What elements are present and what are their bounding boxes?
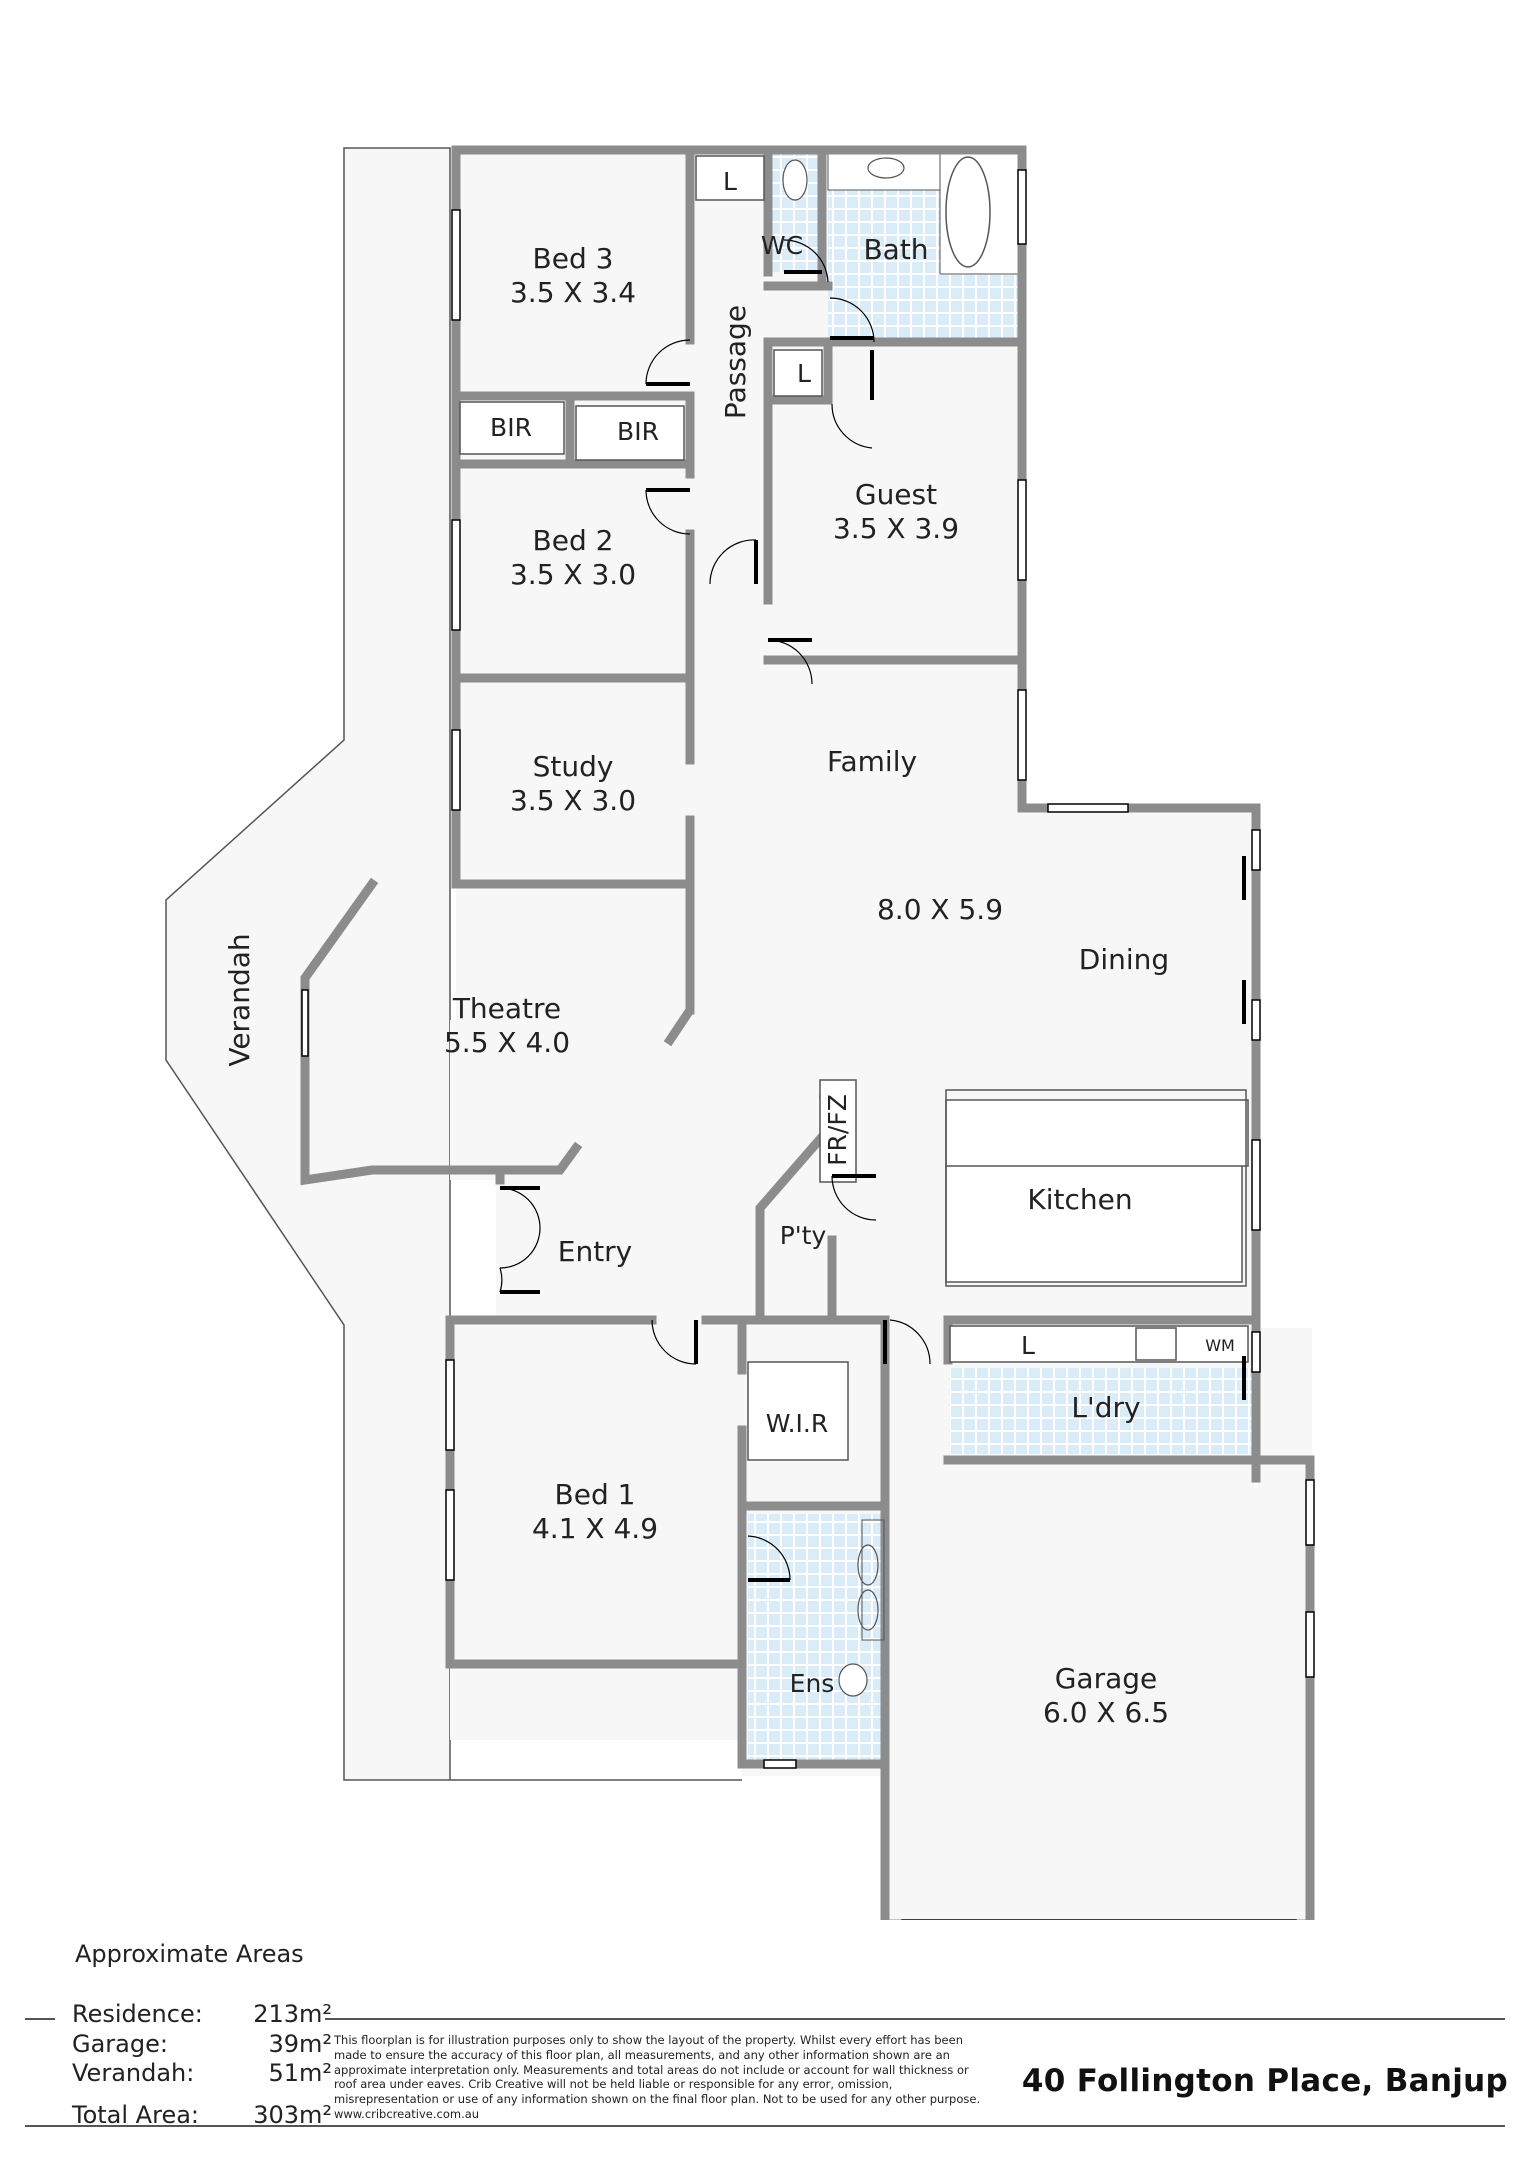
verandah-area [165, 147, 742, 1781]
divider [325, 2018, 1505, 2020]
website-link[interactable]: www.cribcreative.com.au [334, 2106, 480, 2121]
room-kitchen: Kitchen [1027, 1183, 1132, 1217]
area-value: 51m² [268, 2059, 332, 2087]
room-bed3: Bed 3 3.5 X 3.4 [510, 242, 636, 310]
floor-plan: Bed 3 3.5 X 3.4 Bed 2 3.5 X 3.0 Guest 3.… [165, 145, 1315, 1929]
room-name: Bed 2 [532, 524, 614, 557]
label-laundry: L'dry [1071, 1391, 1141, 1424]
area-label: Garage: [72, 2030, 168, 2058]
label-bath: Bath [863, 233, 929, 266]
area-total: Total Area: 303m² [72, 2101, 332, 2131]
area-label: Verandah: [72, 2059, 195, 2087]
room-bed2: Bed 2 3.5 X 3.0 [510, 524, 636, 592]
room-garage: Garage 6.0 X 6.5 [1043, 1662, 1169, 1730]
room-name: Bed 1 [554, 1478, 636, 1511]
house-floor [450, 148, 1312, 1924]
laundry-floor [950, 1368, 1254, 1454]
label-verandah: Verandah [223, 933, 256, 1067]
property-address: 40 Follington Place, Banjup [1021, 2063, 1508, 2099]
label-linen-top: L [723, 167, 737, 196]
room-dims: 8.0 X 5.9 [876, 893, 1004, 926]
room-dims: 6.0 X 6.5 [1042, 1696, 1170, 1729]
label-washing-machine: WM [1205, 1336, 1235, 1355]
room-dims: 3.5 X 3.4 [509, 276, 637, 309]
area-label: Total Area: [72, 2101, 199, 2129]
room-theatre: Theatre 5.5 X 4.0 [444, 992, 570, 1060]
area-garage: Garage: 39m² [72, 2030, 332, 2060]
area-value: 303m² [253, 2101, 332, 2129]
room-family: Family [827, 745, 917, 779]
room-name: Bed 3 [532, 242, 614, 275]
label-laundry-linen: L [1021, 1331, 1035, 1360]
room-name: Garage [1054, 1662, 1158, 1695]
room-dining: Dining [1079, 943, 1169, 977]
room-study: Study 3.5 X 3.0 [510, 750, 636, 818]
room-dims: 4.1 X 4.9 [531, 1512, 659, 1545]
area-value: 213m² [253, 2000, 332, 2028]
room-family-dims: 8.0 X 5.9 [877, 893, 1003, 927]
room-guest: Guest 3.5 X 3.9 [833, 478, 959, 546]
label-bir-right: BIR [617, 417, 659, 446]
room-name: Guest [854, 478, 938, 511]
area-value: 39m² [268, 2030, 332, 2058]
divider [25, 2018, 55, 2020]
label-linen-mid: L [797, 359, 811, 388]
label-fridge: FR/FZ [823, 1094, 852, 1166]
room-dims: 3.5 X 3.0 [509, 784, 637, 817]
room-dims: 3.5 X 3.9 [832, 512, 960, 545]
area-label: Residence: [72, 2000, 203, 2028]
label-pantry: P'ty [779, 1221, 827, 1250]
room-dims: 5.5 X 4.0 [443, 1026, 571, 1059]
disclaimer: This floorplan is for illustration purpo… [334, 2033, 994, 2122]
areas-title: Approximate Areas [75, 1940, 304, 1968]
room-name: Dining [1078, 943, 1170, 976]
label-ensuite: Ens [789, 1669, 835, 1698]
label-entry: Entry [557, 1235, 633, 1268]
room-bed1: Bed 1 4.1 X 4.9 [532, 1478, 658, 1546]
room-dims: 3.5 X 3.0 [509, 558, 637, 591]
room-name: Kitchen [1027, 1183, 1133, 1216]
divider [25, 2125, 1505, 2127]
label-wir: W.I.R [765, 1409, 829, 1438]
label-wc: WC [760, 231, 804, 260]
room-name: Family [826, 745, 918, 778]
area-verandah: Verandah: 51m² [72, 2059, 332, 2089]
area-residence: Residence: 213m² [72, 2000, 332, 2030]
label-passage: Passage [719, 304, 752, 420]
label-bir-left: BIR [490, 413, 532, 442]
room-name: Theatre [452, 992, 562, 1025]
room-name: Study [532, 750, 614, 783]
disclaimer-text: This floorplan is for illustration purpo… [334, 2033, 981, 2107]
ensuite-floor [748, 1514, 884, 1764]
